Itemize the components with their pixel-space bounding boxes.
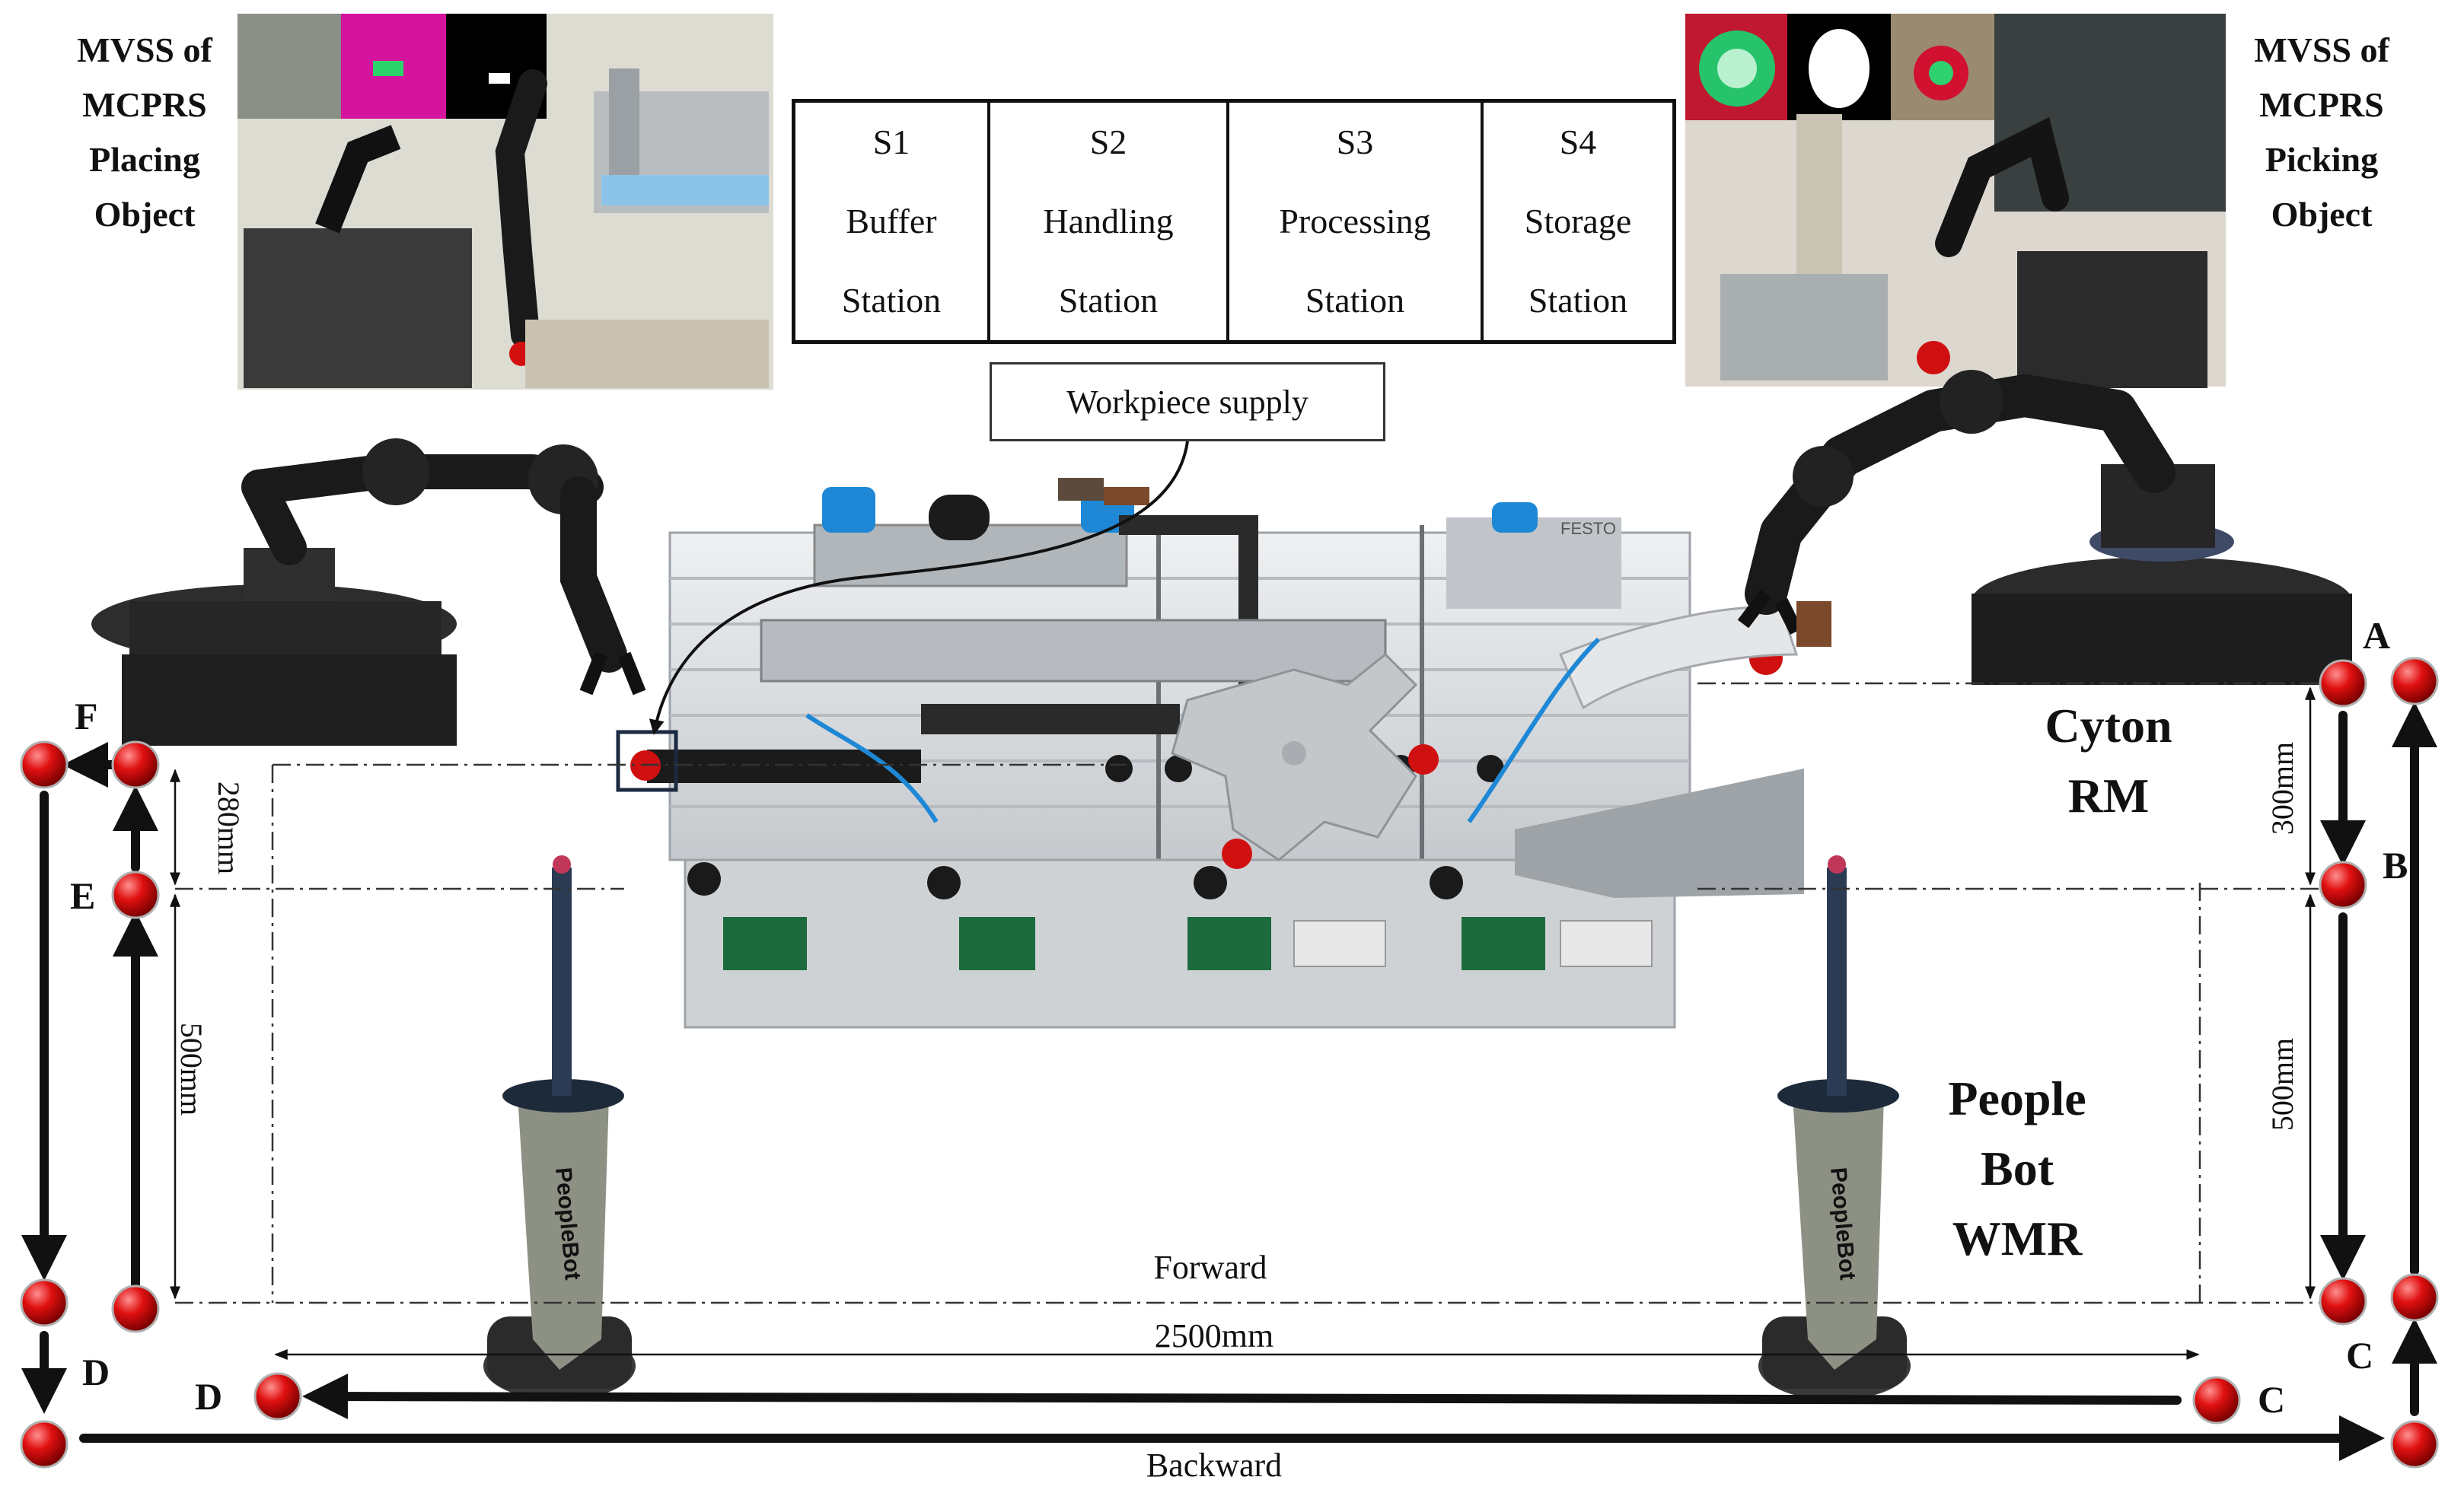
storage-slide [1515, 769, 1804, 898]
peoplebot-left: PeopleBot [483, 855, 636, 1400]
cyton-manipulator-left [91, 438, 646, 746]
marker-E [111, 871, 160, 919]
station-s2: S2 Handling Station [990, 103, 1229, 340]
marker-A-outer [2390, 657, 2439, 705]
marker-F-left [20, 740, 69, 789]
station-id: S3 [1336, 123, 1374, 161]
station-line1: Buffer [846, 202, 937, 240]
station-line2: Station [1528, 281, 1628, 320]
station-line2: Station [1305, 281, 1405, 320]
dimension-lines [170, 686, 2316, 1360]
station-id: S1 [872, 123, 910, 161]
peoplebot-line1: People [1948, 1071, 2086, 1125]
guide-lines [175, 682, 2337, 1304]
workpiece-supply-leader [649, 441, 1189, 735]
point-label-C-bottom: C [2258, 1378, 2286, 1421]
marker-D [253, 1372, 302, 1421]
dim-left-top: 280mm [212, 782, 246, 874]
station-s3: S3 Processing Station [1229, 103, 1484, 340]
left-label-line-2: MCPRS [82, 85, 207, 124]
cyton-line2: RM [2067, 769, 2150, 823]
point-label-E: E [70, 874, 96, 917]
right-label-line-2: MCPRS [2259, 85, 2384, 124]
marker-left-mid-outer [20, 1278, 69, 1327]
workpiece-supply-label: Workpiece supply [990, 362, 1385, 441]
station-s4: S4 Storage Station [1484, 103, 1672, 340]
station-line2: Station [1058, 281, 1159, 320]
waypoint-markers [20, 657, 2439, 1469]
station-s1: S1 Buffer Station [795, 103, 990, 340]
point-label-F: F [75, 695, 98, 737]
peoplebot-line2: Bot [1981, 1141, 2054, 1195]
station-line1: Handling [1043, 202, 1174, 240]
left-label-line-4: Object [94, 195, 196, 234]
point-label-B: B [2383, 844, 2408, 887]
left-photo-label: MVSS of MCPRS Placing Object [46, 23, 244, 242]
marker-right-mid-inner [2319, 1277, 2367, 1326]
station-line1: Processing [1279, 202, 1431, 240]
point-label-D-left: D [82, 1351, 110, 1393]
left-label-line-3: Placing [89, 140, 200, 179]
left-label-line-1: MVSS of [77, 30, 212, 69]
cyton-label: Cyton RM [1994, 691, 2223, 831]
right-photo-label: MVSS of MCPRS Picking Object [2223, 23, 2421, 242]
point-label-D-bottom: D [195, 1375, 223, 1418]
dim-right-bottom: 500mm [2265, 1038, 2300, 1131]
peoplebot-right: PeopleBot [1758, 855, 1911, 1400]
marker-B [2319, 861, 2367, 909]
terminal-boards [723, 917, 1653, 970]
marker-right-mid-outer [2390, 1273, 2439, 1322]
label-backward: Backward [1146, 1447, 1282, 1484]
cyton-line1: Cyton [2045, 699, 2172, 753]
marker-D-outer [20, 1420, 69, 1469]
dim-right-top: 300mm [2265, 742, 2300, 835]
left-photo-inset [237, 14, 773, 390]
right-label-line-4: Object [2271, 195, 2373, 234]
cyton-manipulator-right [1737, 370, 2352, 685]
peoplebot-line3: WMR [1952, 1211, 2083, 1265]
right-label-line-3: Picking [2265, 140, 2379, 179]
right-label-line-1: MVSS of [2254, 30, 2389, 69]
label-forward: Forward [1153, 1249, 1267, 1286]
marker-left-mid-inner [111, 1284, 160, 1333]
station-line1: Storage [1524, 202, 1632, 240]
point-label-A: A [2363, 614, 2391, 657]
marker-F [111, 740, 160, 789]
station-table: S1 Buffer Station S2 Handling Station S3… [792, 99, 1676, 344]
dim-bottom: 2500mm [1155, 1317, 1273, 1355]
svg-text:FESTO: FESTO [1560, 519, 1616, 538]
station-id: S4 [1559, 123, 1597, 161]
peoplebot-label: People Bot WMR [1903, 1064, 2131, 1274]
right-photo-inset [1685, 14, 2226, 388]
marker-A [2319, 659, 2367, 708]
dim-left-bottom: 500mm [174, 1023, 209, 1116]
path-arrows [21, 702, 2437, 1461]
festo-station: FESTO [616, 478, 1804, 1029]
curved-storage-rack [1559, 606, 1799, 710]
point-label-C-right: C [2346, 1334, 2374, 1377]
station-line2: Station [841, 281, 942, 320]
marker-C-outer [2390, 1420, 2439, 1469]
thumb-camera-view [237, 14, 341, 119]
station-id: S2 [1089, 123, 1127, 161]
marker-C-bottom [2192, 1376, 2241, 1425]
